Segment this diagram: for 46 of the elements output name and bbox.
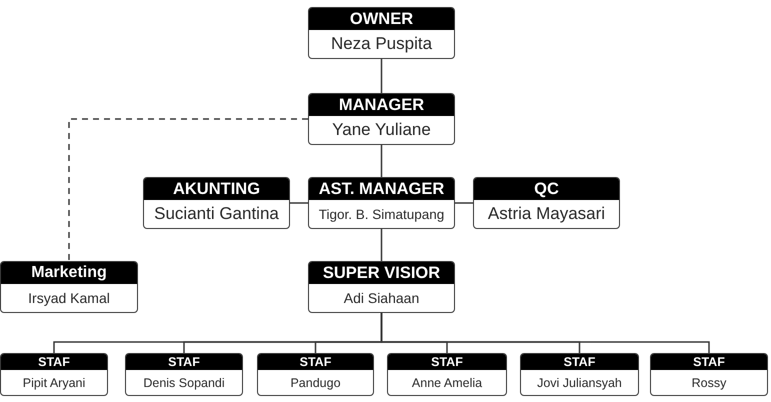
position-card bbox=[125, 353, 243, 396]
person-name: Denis Sopandi bbox=[143, 376, 225, 390]
position-title: Marketing bbox=[1, 262, 137, 284]
position-title: STAF bbox=[1, 354, 107, 370]
position-title: STAF bbox=[126, 354, 242, 370]
position-card bbox=[650, 353, 768, 396]
person-name: Astria Mayasari bbox=[488, 204, 606, 224]
position-title: AKUNTING bbox=[144, 178, 289, 200]
position-card bbox=[387, 353, 507, 396]
position-card bbox=[473, 177, 620, 229]
position-card bbox=[308, 261, 455, 313]
connector-line bbox=[380, 229, 382, 261]
position-card bbox=[257, 353, 374, 396]
person-name: Anne Amelia bbox=[412, 376, 482, 390]
connector-line bbox=[380, 145, 382, 177]
connector-line bbox=[380, 59, 382, 93]
position-card bbox=[520, 353, 639, 396]
position-title: STAF bbox=[521, 354, 638, 370]
dashed-connector bbox=[68, 118, 308, 261]
connector-line bbox=[290, 202, 308, 204]
person-name: Irsyad Kamal bbox=[28, 290, 110, 306]
person-name: Tigor. B. Simatupang bbox=[318, 206, 444, 222]
position-card bbox=[0, 261, 138, 313]
position-title: STAF bbox=[388, 354, 506, 370]
person-name: Pipit Aryani bbox=[22, 376, 86, 390]
position-title: AST. MANAGER bbox=[309, 178, 454, 200]
person-name: Jovi Juliansyah bbox=[537, 376, 622, 390]
position-card bbox=[0, 353, 108, 396]
person-name: Sucianti Gantina bbox=[154, 204, 279, 224]
position-title: STAF bbox=[258, 354, 373, 370]
person-name: Pandugo bbox=[290, 376, 341, 390]
connector-line bbox=[380, 313, 710, 353]
person-name: Adi Siahaan bbox=[344, 290, 420, 306]
position-card bbox=[308, 93, 455, 145]
connector-line bbox=[455, 202, 473, 204]
position-title: MANAGER bbox=[309, 94, 454, 116]
position-card bbox=[143, 177, 290, 229]
position-title: STAF bbox=[651, 354, 767, 370]
person-name: Rossy bbox=[692, 376, 726, 390]
position-title: QC bbox=[474, 178, 619, 200]
person-name: Yane Yuliane bbox=[332, 120, 431, 140]
position-title: OWNER bbox=[309, 8, 454, 30]
person-name: Neza Puspita bbox=[330, 34, 432, 54]
position-card bbox=[308, 177, 455, 229]
position-card bbox=[308, 7, 455, 59]
position-title: SUPER VISIOR bbox=[309, 262, 454, 284]
